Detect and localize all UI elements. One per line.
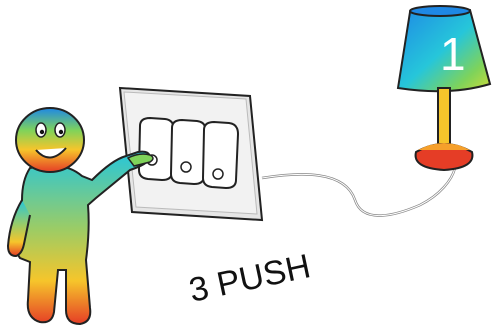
switch-button-2[interactable] [171, 120, 206, 184]
person-left-eye [36, 123, 46, 137]
switch-button-1[interactable] [139, 118, 174, 180]
table-lamp-icon: 1 [398, 6, 490, 170]
caption-text: 3 PUSH [186, 247, 314, 310]
person-right-eye [55, 123, 65, 137]
switch-button-3[interactable] [203, 122, 238, 188]
lamp-number-label: 1 [440, 28, 466, 80]
lamp-shade-top [410, 6, 470, 16]
person-head [16, 108, 84, 172]
lamp-stem [438, 88, 450, 144]
